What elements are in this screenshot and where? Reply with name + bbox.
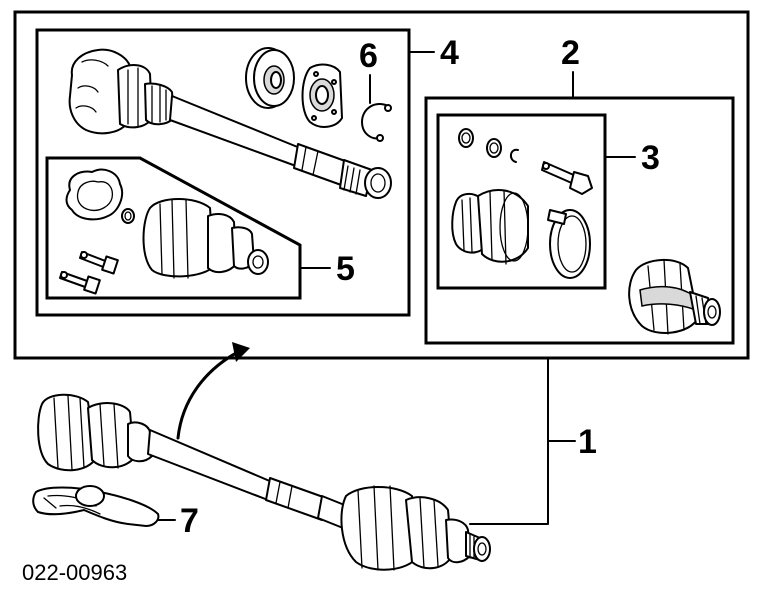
inner-cv-joint-part: [68, 48, 175, 135]
expand-arrow: [176, 342, 250, 440]
box-4-frame: [35, 28, 411, 317]
callout-2: 2: [561, 34, 580, 72]
heat-shield-part: [32, 485, 160, 527]
gasket-part: [65, 168, 124, 221]
clamp-band-part: [547, 209, 591, 279]
o-rings-part: [458, 128, 519, 163]
callout-1: 1: [578, 423, 597, 461]
callout-4: 4: [440, 34, 459, 72]
flange-part: [301, 63, 343, 128]
small-boot-part: [451, 189, 529, 265]
outer-cv-joint-part: [628, 259, 721, 335]
bolt-part-2: [59, 271, 101, 295]
diagram-code-label: 022-00963: [22, 560, 127, 585]
boot-part: [142, 198, 269, 279]
callout-3: 3: [641, 139, 660, 177]
circlip-part: [361, 103, 392, 142]
hex-bolt-part: [541, 161, 593, 195]
callout-7: 7: [180, 502, 199, 540]
callout-6: 6: [359, 37, 378, 75]
box-5-frame: [45, 156, 302, 300]
complete-axle-assembly: [37, 393, 491, 571]
outer-frame: [13, 10, 750, 360]
bolt-part: [79, 251, 119, 275]
callout-5: 5: [336, 250, 355, 288]
box-3-frame: [436, 113, 607, 290]
small-o-ring-part: [121, 208, 135, 224]
bearing-part: [245, 47, 295, 109]
box-2-frame: [424, 96, 735, 345]
drive-shaft-part: [169, 95, 392, 199]
